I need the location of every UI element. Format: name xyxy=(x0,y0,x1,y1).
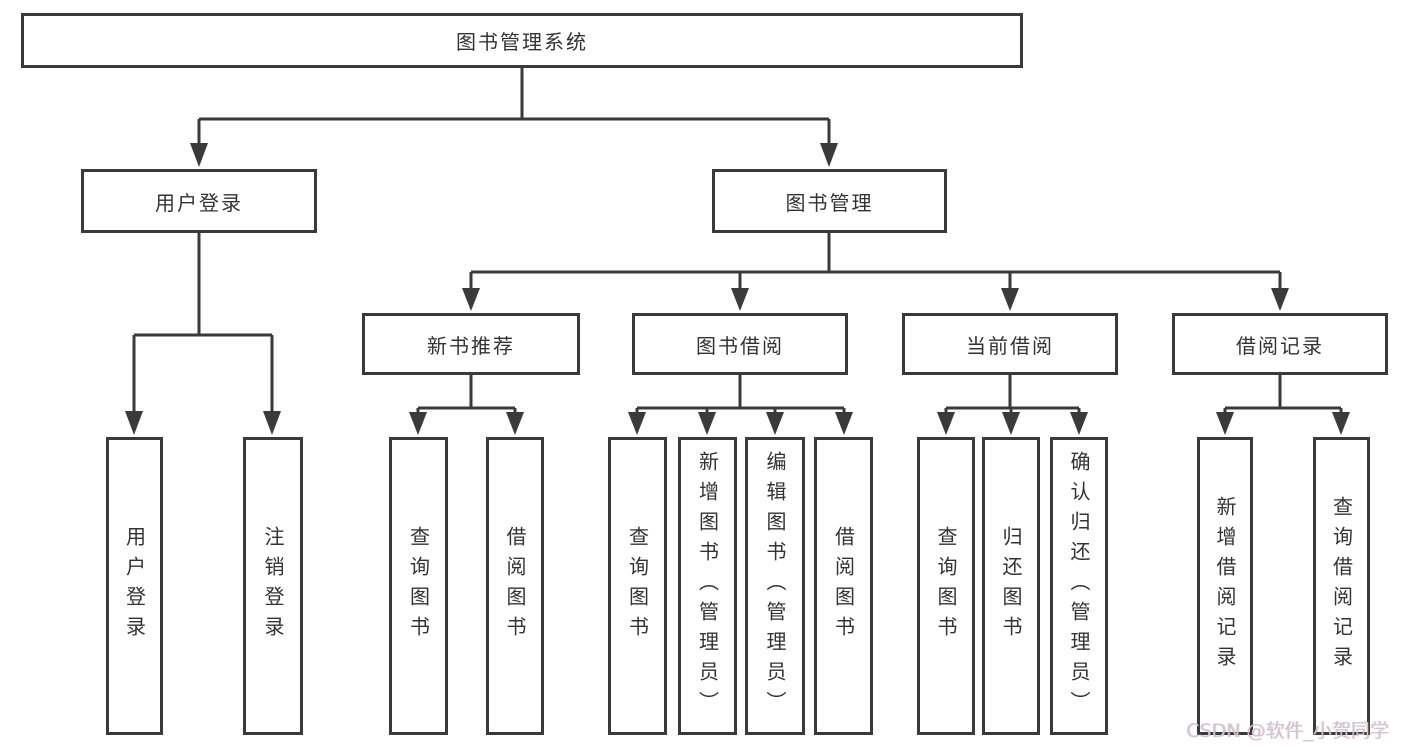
node-label: 新书推荐 xyxy=(427,333,515,358)
node-leaf-borrow-book-2: 借阅图书 xyxy=(814,437,873,735)
node-leaf-edit-book-admin: 编辑图书（管理员） xyxy=(745,437,805,735)
node-label: 注销登录 xyxy=(261,526,285,646)
node-label: 用户登录 xyxy=(122,526,147,646)
node-label: 新增借阅记录 xyxy=(1213,496,1237,676)
node-label: 归还图书 xyxy=(999,526,1023,646)
node-user-login: 用户登录 xyxy=(81,169,317,233)
node-label: 借阅记录 xyxy=(1236,333,1324,358)
node-label: 确认归还（管理员） xyxy=(1067,451,1091,721)
node-library-management-system: 图书管理系统 xyxy=(21,13,1023,68)
node-label: 查询图书 xyxy=(625,526,650,646)
node-leaf-user-login: 用户登录 xyxy=(106,437,163,735)
node-borrowing-records: 借阅记录 xyxy=(1172,313,1388,375)
node-label: 编辑图书（管理员） xyxy=(763,451,787,721)
node-label: 当前借阅 xyxy=(966,333,1054,358)
csdn-watermark: CSDN @软件_小贺同学 xyxy=(1186,720,1389,742)
node-label: 图书管理系统 xyxy=(456,30,588,54)
node-label: 借阅图书 xyxy=(503,526,527,646)
node-label: 查询借阅记录 xyxy=(1329,496,1354,676)
node-leaf-query-book-3: 查询图书 xyxy=(917,437,975,735)
node-book-borrowing: 图书借阅 xyxy=(632,313,848,375)
node-book-management: 图书管理 xyxy=(712,169,947,233)
node-leaf-confirm-return-admin: 确认归还（管理员） xyxy=(1050,437,1108,735)
node-label: 用户登录 xyxy=(155,190,243,215)
node-label: 新增图书（管理员） xyxy=(695,451,720,721)
node-leaf-query-book-2: 查询图书 xyxy=(608,437,667,735)
node-leaf-logout: 注销登录 xyxy=(243,437,303,735)
node-leaf-query-book-1: 查询图书 xyxy=(389,437,448,735)
node-leaf-return-book: 归还图书 xyxy=(982,437,1040,735)
node-label: 查询图书 xyxy=(406,526,431,646)
node-label: 图书借阅 xyxy=(696,333,784,358)
node-leaf-query-borrow-record: 查询借阅记录 xyxy=(1313,437,1370,735)
node-leaf-add-borrow-record: 新增借阅记录 xyxy=(1197,437,1253,735)
node-leaf-add-book-admin: 新增图书（管理员） xyxy=(678,437,737,735)
node-label: 图书管理 xyxy=(785,190,874,215)
node-new-book-recommend: 新书推荐 xyxy=(362,313,580,375)
node-leaf-borrow-book-1: 借阅图书 xyxy=(486,437,544,735)
node-label: 借阅图书 xyxy=(831,526,856,646)
node-current-borrowing: 当前借阅 xyxy=(902,313,1118,375)
node-label: 查询图书 xyxy=(934,526,958,646)
